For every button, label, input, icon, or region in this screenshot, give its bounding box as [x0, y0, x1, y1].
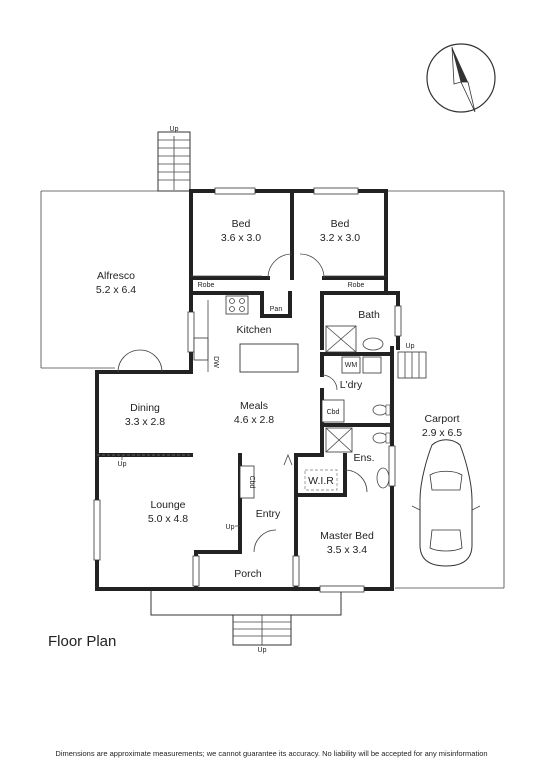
bed2-name: Bed	[232, 218, 251, 230]
meals-name: Meals	[240, 400, 268, 412]
laundry-cupboard	[321, 399, 345, 423]
meals-size: 4.6 x 2.8	[234, 414, 274, 426]
bath-name: Bath	[358, 309, 380, 321]
carport-outline	[386, 190, 505, 589]
laundry-cupboard-label: Cbd	[327, 409, 340, 416]
dining-size: 3.3 x 2.8	[125, 416, 165, 428]
front-steps	[232, 614, 292, 646]
laundry-name: L'dry	[340, 379, 363, 391]
carport-name: Carport	[424, 413, 459, 425]
entry-cupboard-label: Cbd	[248, 476, 255, 489]
kitchen-fixtures	[193, 295, 299, 373]
porch-name: Porch	[234, 568, 262, 580]
lounge-size: 5.0 x 4.8	[148, 513, 188, 525]
entry-name: Entry	[256, 508, 281, 520]
wet-area-fixtures	[325, 325, 391, 489]
bed3-size: 3.2 x 3.0	[320, 232, 360, 244]
windows	[93, 187, 402, 593]
car-icon	[411, 439, 481, 567]
robe-label-bed3: Robe	[348, 282, 365, 289]
kitchen-name: Kitchen	[236, 324, 271, 336]
up-label-front: Up	[258, 647, 267, 654]
porch-deck	[150, 588, 342, 616]
laundry-steps	[397, 351, 427, 379]
dining-name: Dining	[130, 402, 160, 414]
alfresco-name: Alfresco	[97, 270, 135, 282]
dishwasher-label: DW	[212, 356, 219, 368]
north-arrow-icon	[426, 43, 496, 113]
entry-cupboard	[239, 465, 255, 499]
up-label-rear: Up	[170, 126, 179, 133]
ensuite-name: Ens.	[353, 452, 374, 464]
plan-title: Floor Plan	[48, 633, 117, 650]
bed3-name: Bed	[331, 218, 350, 230]
up-label-entry: Up	[226, 524, 235, 531]
master-size: 3.5 x 3.4	[327, 544, 367, 556]
master-name: Master Bed	[320, 530, 374, 542]
wir-rail	[304, 469, 338, 491]
wir-name: W.I.R	[308, 475, 334, 487]
robe-label-bed2: Robe	[198, 282, 215, 289]
washing-machine-label: WM	[345, 362, 358, 369]
up-label-laundry: Up	[406, 343, 415, 350]
lounge-name: Lounge	[150, 499, 185, 511]
door-swings	[117, 253, 368, 553]
pantry-label: Pan	[270, 306, 283, 313]
bed2-size: 3.6 x 3.0	[221, 232, 261, 244]
rear-steps	[157, 131, 191, 192]
alfresco-size: 5.2 x 6.4	[96, 284, 136, 296]
carport-size: 2.9 x 6.5	[422, 427, 462, 439]
disclaimer-text: Dimensions are approximate measurements;…	[55, 749, 488, 758]
up-label-lounge: Up	[118, 461, 127, 468]
